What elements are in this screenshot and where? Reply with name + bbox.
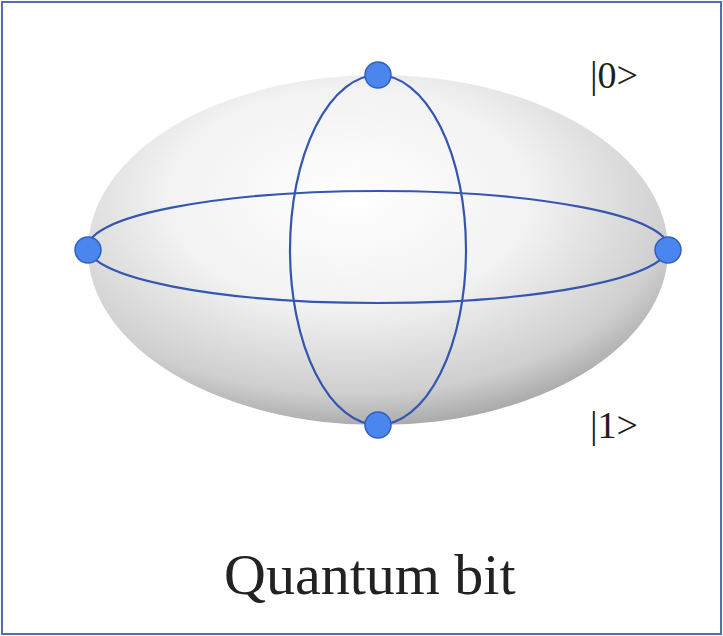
pole-dot: [365, 412, 391, 438]
state-label: |1>: [590, 406, 638, 444]
state-label: |0>: [590, 56, 638, 94]
pole-dot: [365, 62, 391, 88]
equator-dot: [75, 237, 101, 263]
sphere: [88, 75, 668, 425]
caption: Quantum bit: [224, 546, 516, 604]
meridian: [290, 75, 466, 425]
equator-dot: [655, 237, 681, 263]
equator: [88, 191, 668, 303]
